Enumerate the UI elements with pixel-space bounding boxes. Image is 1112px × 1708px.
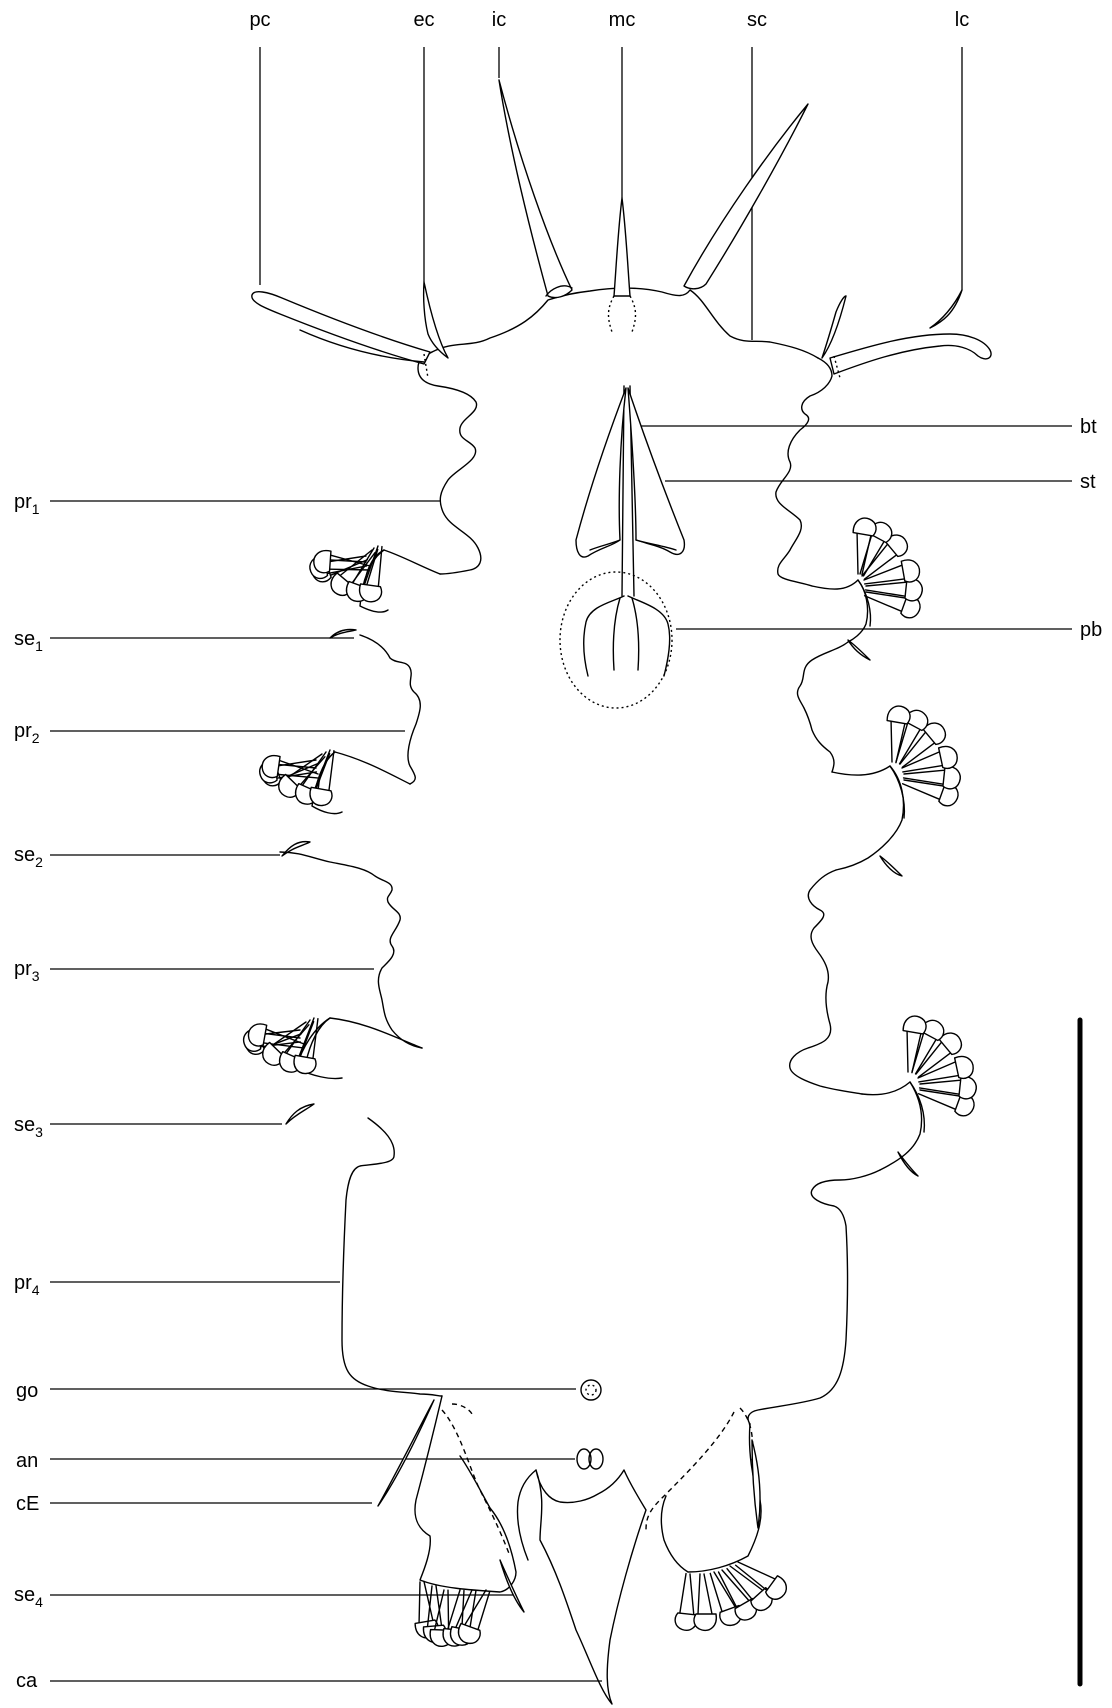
label-bt: bt xyxy=(1080,416,1097,438)
label-sc: sc xyxy=(747,9,767,31)
label-se4: se4 xyxy=(14,1584,43,1610)
label-pc: pc xyxy=(249,9,270,31)
label-pr2: pr2 xyxy=(14,720,40,746)
body-outline xyxy=(280,288,880,1424)
right-leader-lines xyxy=(632,426,1072,629)
ec-spine-right xyxy=(822,296,846,358)
lc-cirrus xyxy=(830,334,991,374)
label-go: go xyxy=(16,1380,38,1402)
cE-spine-right xyxy=(752,1440,760,1528)
label-ic: ic xyxy=(492,9,506,31)
se3-spine xyxy=(286,1104,314,1124)
buccal-apparatus xyxy=(560,386,684,708)
label-pr4: pr4 xyxy=(14,1272,40,1298)
left-labels: pr1 se1 pr2 se2 pr3 se3 pr4 go an cE se4… xyxy=(14,491,43,1692)
stylet-left xyxy=(576,388,626,557)
label-mc: mc xyxy=(609,9,636,31)
leg-2-right xyxy=(832,704,961,876)
anus xyxy=(577,1449,603,1469)
label-an: an xyxy=(16,1450,38,1472)
stylet-right xyxy=(628,388,684,554)
label-st: st xyxy=(1080,471,1096,493)
label-lc: lc xyxy=(955,9,969,31)
se1-spine xyxy=(330,629,356,638)
se2-spine-right xyxy=(880,856,902,876)
sc-cirrus xyxy=(684,104,808,289)
label-se3: se3 xyxy=(14,1114,43,1140)
leg-4-left xyxy=(378,1396,524,1647)
leg-3-right xyxy=(862,1014,977,1176)
leg-2-left xyxy=(259,745,410,856)
cE-spine xyxy=(378,1400,434,1506)
ic-cirrus xyxy=(499,80,572,298)
label-pb: pb xyxy=(1080,619,1102,641)
se3-spine-right xyxy=(898,1152,918,1176)
gonopore xyxy=(581,1380,601,1400)
label-pr1: pr1 xyxy=(14,491,40,517)
label-se1: se1 xyxy=(14,628,43,654)
se4-spine xyxy=(500,1560,524,1612)
label-pr3: pr3 xyxy=(14,958,40,984)
pharyngeal-bulb xyxy=(560,572,672,708)
left-leader-lines xyxy=(50,501,602,1681)
caudal-appendage xyxy=(517,1470,646,1704)
label-ca: ca xyxy=(16,1670,38,1692)
leg-1-right xyxy=(812,516,923,660)
leg-4-right xyxy=(646,1408,791,1631)
mc-cirrus xyxy=(614,198,630,296)
leg-3-left xyxy=(243,1013,422,1124)
label-cE: cE xyxy=(16,1493,39,1515)
leg-1-left xyxy=(308,542,440,638)
top-leader-lines xyxy=(260,47,962,340)
se1-spine-right xyxy=(848,640,870,660)
label-se2: se2 xyxy=(14,844,43,870)
label-ec: ec xyxy=(413,9,434,31)
pc-cirrus xyxy=(252,292,430,364)
